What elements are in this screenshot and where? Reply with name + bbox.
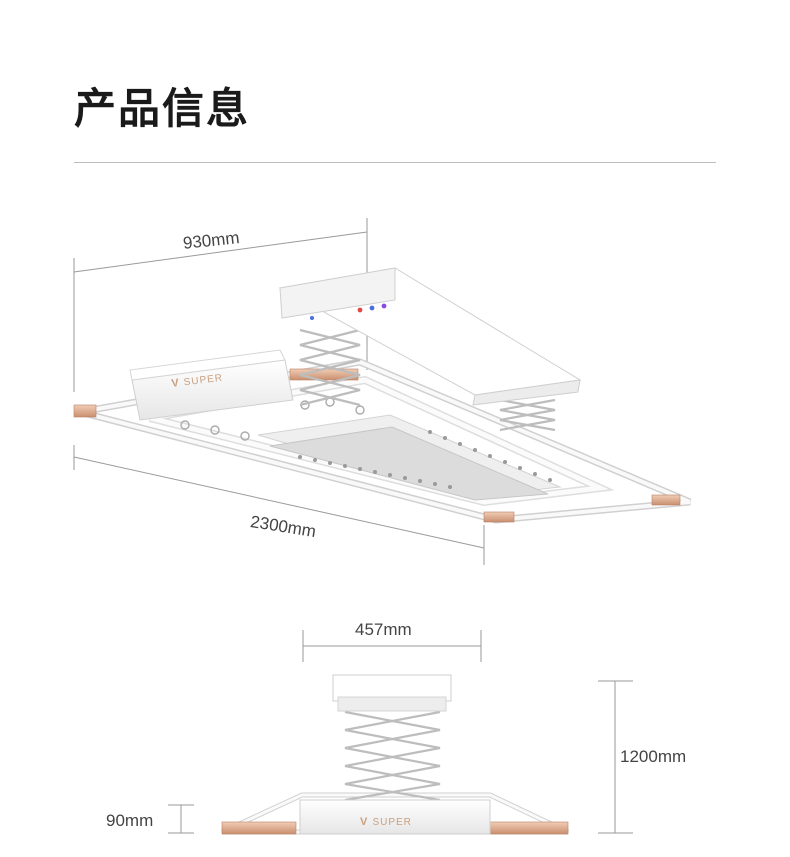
brand-v-icon: V <box>170 377 180 390</box>
front-light-box <box>299 799 491 835</box>
rail-holes <box>298 430 552 489</box>
section-title: 产品信息 <box>74 84 251 133</box>
front-motor-box <box>332 674 452 712</box>
hanging-rails <box>149 375 615 507</box>
dimension-thickness-label: 90mm <box>106 811 154 830</box>
dimension-guides-top <box>73 218 485 565</box>
front-rosegold-caps <box>221 821 569 835</box>
front-scissor-arms <box>344 710 441 802</box>
brand-name-2: SUPER <box>372 817 412 828</box>
dimension-width-label: 457mm <box>355 620 412 639</box>
dimension-guides-bottom <box>168 630 633 834</box>
brand-logo-bottom: V SUPER <box>360 810 412 829</box>
dimension-drop-label: 1200mm <box>620 747 687 766</box>
motor-box-top <box>278 267 582 406</box>
scissor-arms-top <box>299 328 556 432</box>
brand-v-icon-2: V <box>360 816 368 828</box>
light-box-top <box>129 349 294 421</box>
title-divider <box>74 162 716 163</box>
